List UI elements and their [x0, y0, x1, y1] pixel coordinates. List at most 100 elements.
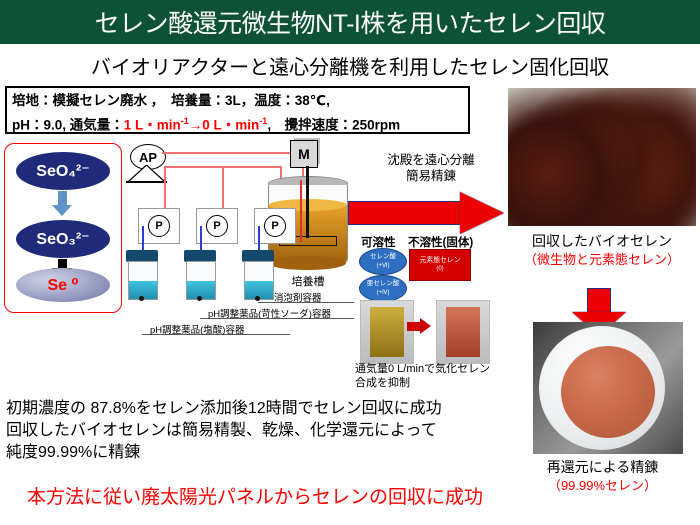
conditions-line-1: 培地：模擬セレン廃水 ， 培養量：3L，温度：38℃, [12, 93, 330, 108]
air-pump-icon: AP [130, 144, 166, 170]
bottle-3-cap [242, 250, 274, 262]
refined-selenium-caption: 再還元による精錬 （99.99%セレン） [505, 458, 700, 495]
bottle-1-liquid [129, 281, 157, 299]
pathway-node-selenate-label: SeO₄²⁻ [36, 163, 90, 180]
recovered-bioselenium-caption-line-1: 回収したバイオセレン [532, 233, 672, 249]
slide-title-bar: セレン酸還元微生物NT-I株を用いたセレン回収 [0, 0, 700, 44]
pump-1-label: P [148, 215, 170, 237]
slide-title: セレン酸還元微生物NT-I株を用いたセレン回収 [94, 10, 606, 38]
species-elemental-name: 元素態セレン [419, 257, 461, 264]
process-arrow-icon [348, 192, 506, 234]
stirrer-shaft-icon [306, 166, 309, 238]
reagent-bottle-1 [126, 250, 158, 300]
pathway-node-selenate: SeO₄²⁻ [16, 152, 110, 190]
vessel-label-antifoam: 消泡剤容器 [274, 293, 322, 304]
leader-line-2 [200, 318, 354, 319]
refined-selenium-caption-line-2: （99.99%セレン） [547, 478, 658, 493]
centrifuge-note-line-1: 沈殿を遠心分離 [387, 153, 475, 167]
bottle-3-jar [244, 261, 274, 300]
slide-subtitle: バイオリアクターと遠心分離機を利用したセレン固化回収 [90, 56, 610, 79]
aeration-value-start: 1 L・min [123, 117, 181, 133]
air-pipe-main [162, 152, 304, 154]
pathway-node-elemental-selenium: Se ⁰ [16, 268, 110, 302]
species-selenite-name: 亜セレン酸 [366, 280, 400, 287]
vessel-label-naoh: pH調整薬品(苛性ソーダ)容器 [208, 309, 331, 320]
bottle-3-liquid [245, 281, 273, 299]
reagent-bottle-2 [184, 250, 216, 300]
soluble-header: 可溶性 [361, 237, 396, 249]
summary-block: 初期濃度の 87.8%をセレン添加後12時間でセレン回収に成功 回収したバイオセ… [6, 398, 506, 464]
centrifuge-note: 沈殿を遠心分離 簡易精錬 [356, 152, 506, 184]
aeration-value-end: →0 L・min [188, 117, 260, 133]
pathway-arrow-1-icon [52, 191, 72, 216]
species-selenate-oval: セレン酸 (+Ⅵ) [359, 248, 407, 275]
aeration-suppression-note-line-1: 通気量0 L/minで気化セレン [355, 363, 491, 375]
summary-line-2: 回収したバイオセレンは簡易精製、乾燥、化学還元によって [6, 422, 437, 439]
bottle-2-cap [184, 250, 216, 262]
vessel-photo-before [360, 300, 414, 364]
recovered-bioselenium-caption-line-2: （微生物と元素態セレン） [523, 252, 680, 267]
conditions-line-2: pH：9.0, 通気量：1 L・min-1→0 L・min-1, 攪拌速度：25… [12, 111, 463, 136]
refined-selenium-caption-line-1: 再還元による精錬 [546, 459, 659, 475]
species-selenite-oval: 亜セレン酸 (+Ⅳ) [359, 275, 407, 302]
conclusion-block: 本方法に従い廃太陽光パネルからセレンの回収に成功 [0, 482, 510, 509]
leader-dot-3 [255, 296, 260, 301]
species-elemental-box: 元素態セレン (0) [409, 249, 471, 281]
pump-2-label: P [206, 215, 228, 237]
pump-3-label: P [264, 215, 286, 237]
air-sparger-line [300, 180, 302, 242]
bottle-1-jar [128, 261, 158, 300]
culture-conditions-box: 培地：模擬セレン廃水 ， 培養量：3L，温度：38℃, pH：9.0, 通気量：… [5, 86, 470, 134]
conditions-ph-label: pH：9.0, 通気量： [12, 117, 124, 133]
aeration-suppression-note: 通気量0 L/minで気化セレン 合成を抑制 [355, 362, 505, 390]
aeration-suppression-note-line-2: 合成を抑制 [355, 377, 410, 389]
selenium-powder [561, 346, 655, 438]
leader-dot-2 [197, 296, 202, 301]
pump-unit-2: P [196, 208, 238, 244]
air-pipe-drop-2 [222, 166, 224, 210]
pathway-node-selenite-label: SeO₃²⁻ [36, 231, 90, 248]
bottle-2-jar [186, 261, 216, 300]
pathway-node-elemental-selenium-label: Se ⁰ [47, 277, 79, 294]
air-pump-label: AP [138, 149, 158, 165]
pathway-node-selenite: SeO₃²⁻ [16, 220, 110, 258]
vessel-photo-after [436, 300, 490, 364]
bioreactor-tank-bottom [268, 256, 346, 270]
insoluble-header: 不溶性(固体) [408, 237, 474, 249]
petri-dish-icon [539, 326, 665, 450]
selenium-reduction-pathway: SeO₄²⁻ SeO₃²⁻ Se ⁰ [4, 143, 122, 313]
stirring-speed-label: , 攪拌速度：250rpm [267, 117, 401, 133]
leader-line-1 [142, 334, 290, 335]
air-pipe-drop-1 [164, 166, 166, 210]
species-selenite-state: (+Ⅳ) [376, 289, 390, 296]
summary-line-3: 純度99.99%に精錬 [6, 444, 141, 461]
summary-line-1: 初期濃度の 87.8%をセレン添加後12時間でセレン回収に成功 [6, 400, 442, 417]
leader-line-3 [258, 302, 354, 303]
motor-label: M [298, 146, 310, 162]
air-pump-base-icon [126, 181, 167, 183]
slide-subtitle-row: バイオリアクターと遠心分離機を利用したセレン固化回収 [0, 48, 700, 82]
bioreactor-schematic: AP M 培養槽 P P P [122, 140, 362, 375]
species-selenate-name: セレン酸 [370, 253, 396, 260]
aeration-sup-1: -1 [180, 116, 189, 126]
bottle-2-liquid [187, 281, 215, 299]
air-pump-stand-icon [128, 165, 165, 182]
conversion-arrow-icon [407, 318, 431, 334]
conclusion-text: 本方法に従い廃太陽光パネルからセレンの回収に成功 [26, 487, 483, 508]
refined-selenium-photo [533, 322, 683, 454]
pump-unit-1: P [138, 208, 180, 244]
pump-unit-3: P [254, 208, 296, 244]
bottle-1-cap [126, 250, 158, 262]
species-elemental-state: (0) [436, 266, 444, 272]
leader-dot-1 [139, 296, 144, 301]
vessel-photo-after-solid [446, 307, 480, 357]
reagent-bottle-3 [242, 250, 274, 300]
vessel-label-hcl: pH調整薬品(塩酸)容器 [150, 325, 245, 336]
aeration-sup-2: -1 [259, 116, 268, 126]
centrifuge-note-line-2: 簡易精錬 [405, 169, 456, 183]
vessel-photo-before-liquid [370, 307, 404, 357]
recovered-bioselenium-photo [508, 88, 696, 226]
species-selenate-state: (+Ⅵ) [376, 262, 390, 269]
recovered-bioselenium-caption: 回収したバイオセレン （微生物と元素態セレン） [508, 232, 696, 269]
motor-icon: M [290, 140, 318, 168]
